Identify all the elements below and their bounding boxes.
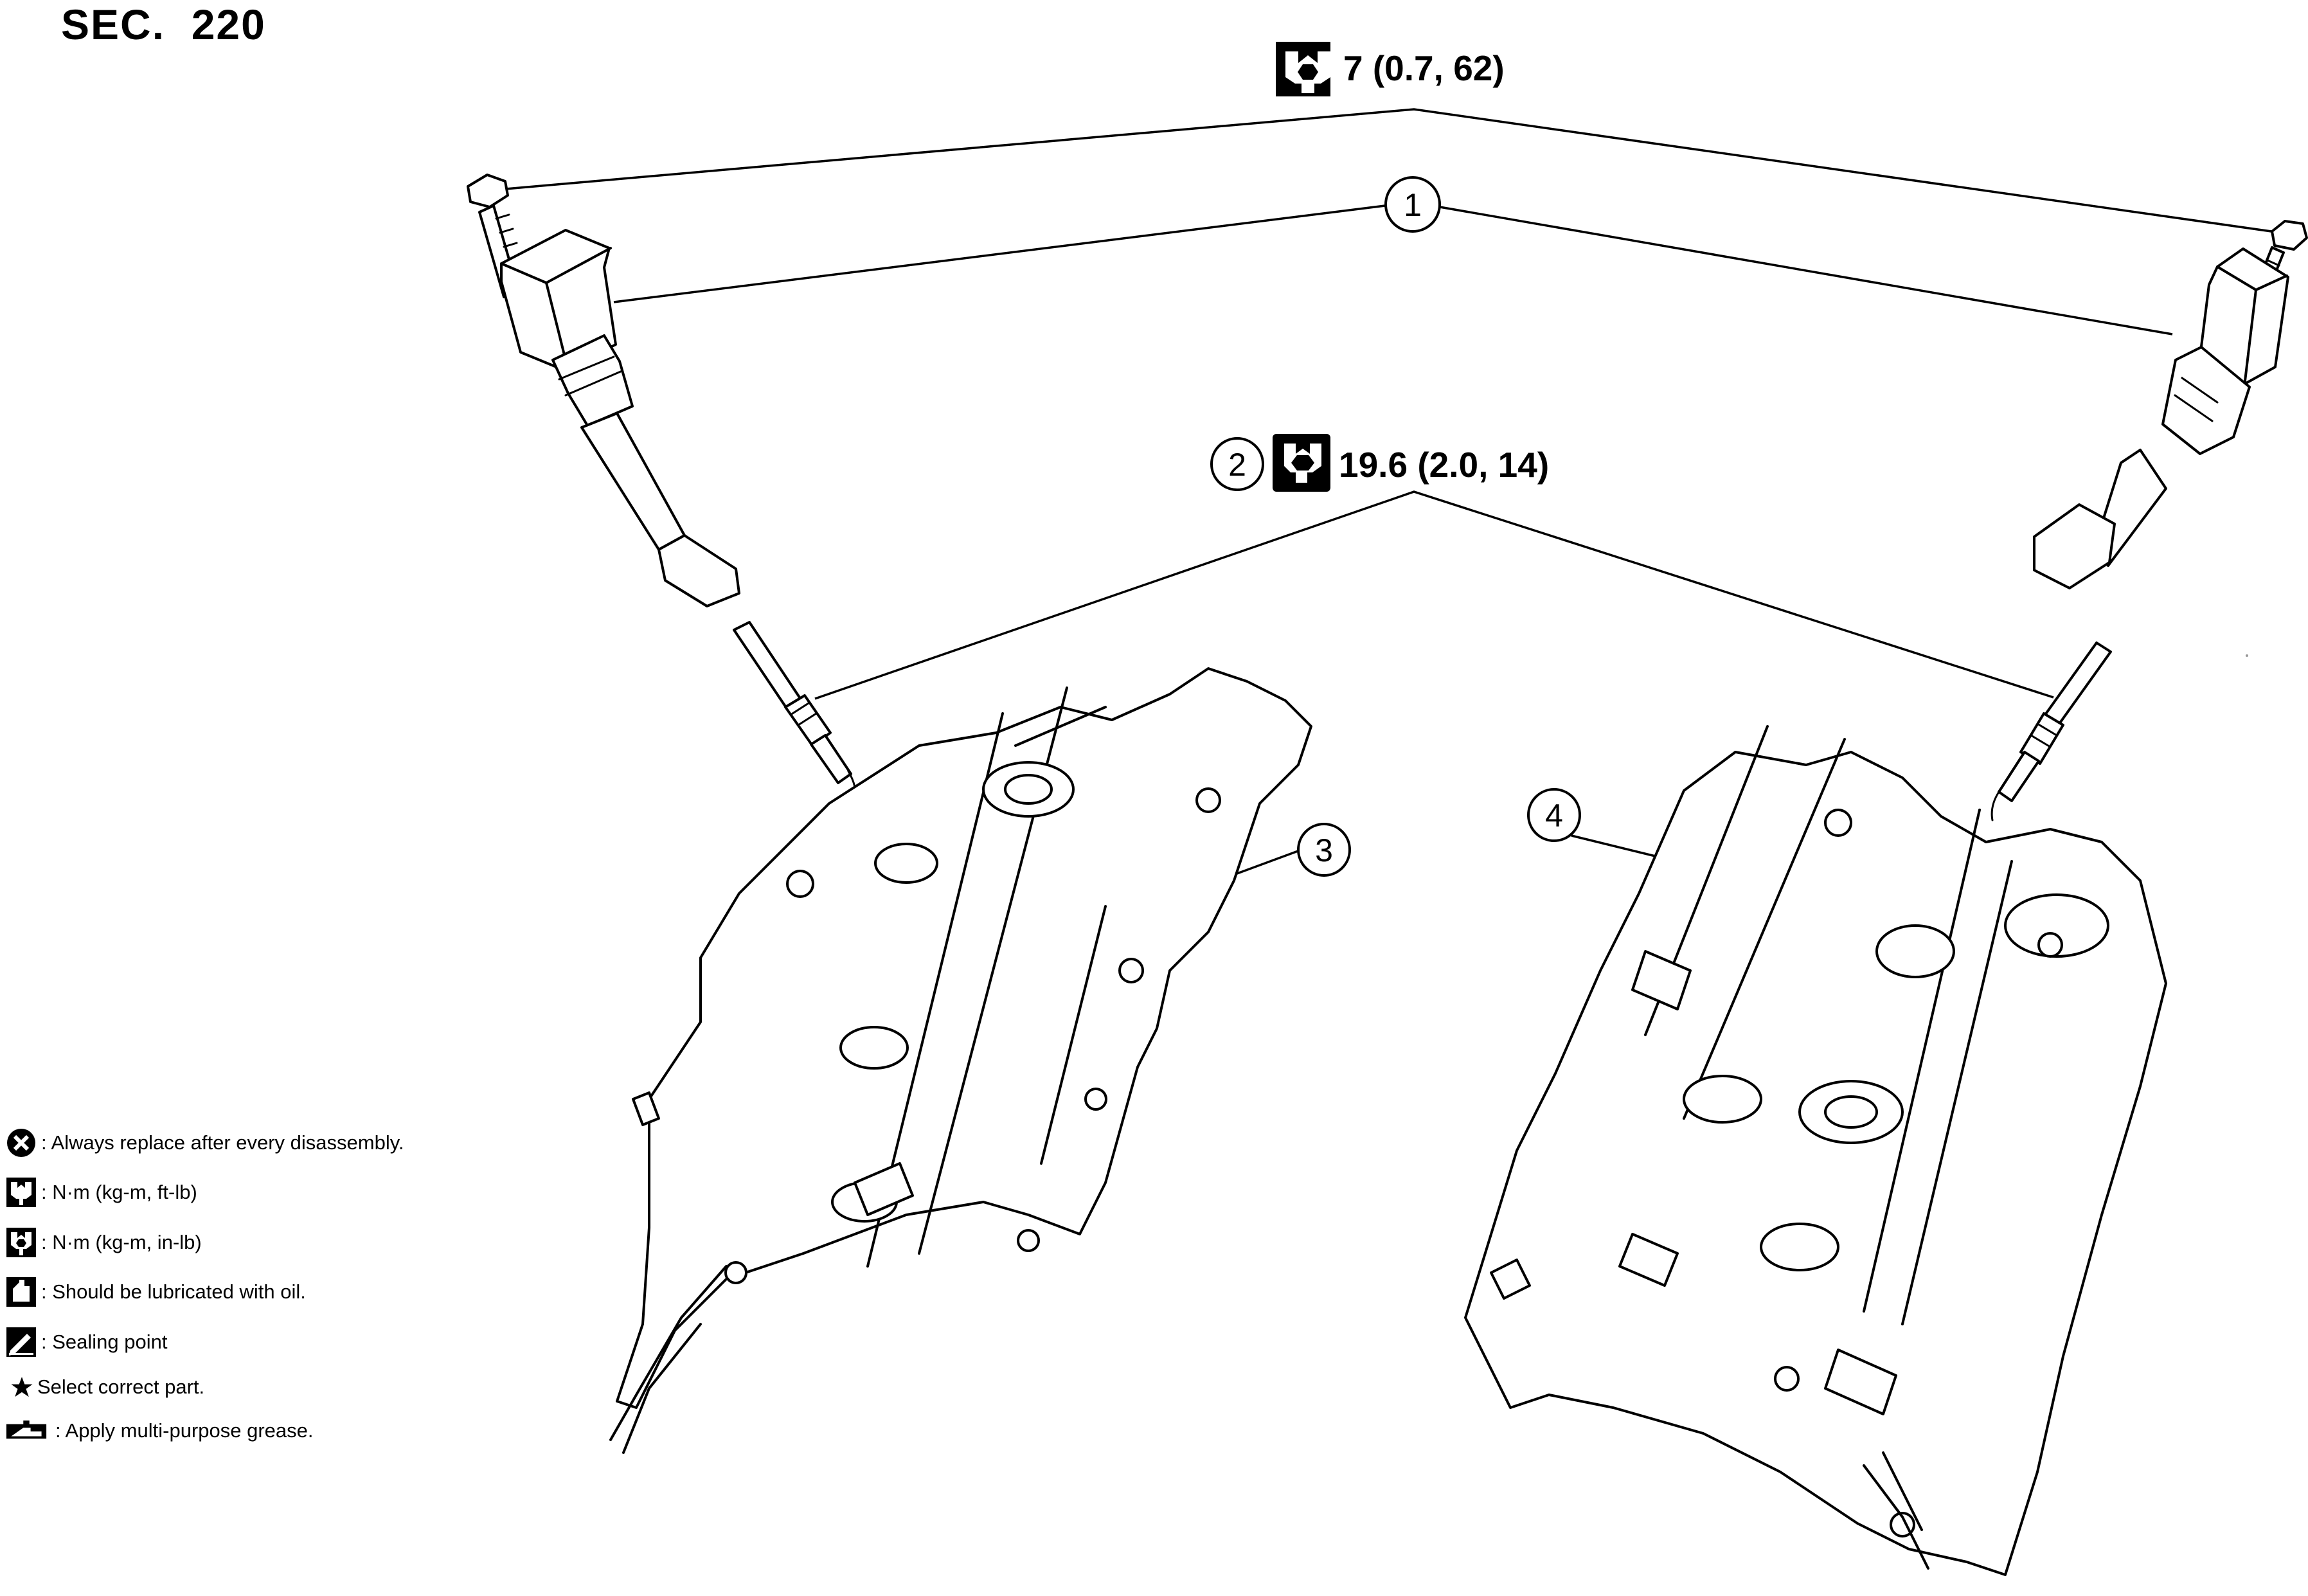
star-icon xyxy=(11,1377,33,1397)
torque-nm-ftlb-icon xyxy=(6,1178,36,1207)
legend-item-sealing: : Sealing point xyxy=(5,1323,167,1361)
callout-3: 3 xyxy=(1297,823,1351,877)
callout-4: 4 xyxy=(1527,788,1581,842)
callout-number-2: 2 xyxy=(1228,447,1246,483)
section-label: SEC. 220 xyxy=(61,1,266,48)
oil-can-icon xyxy=(6,1277,36,1307)
legend-text: : N·m (kg-m, in-lb) xyxy=(41,1231,202,1253)
torque-nm-inlb-icon xyxy=(6,1228,36,1257)
grease-icon xyxy=(6,1420,47,1439)
legend-text: : Sealing point xyxy=(41,1331,168,1353)
legend-item-oil: : Should be lubricated with oil. xyxy=(5,1273,306,1311)
left-ignition-coil xyxy=(500,229,740,607)
left-spark-plug xyxy=(733,621,857,800)
leader-lines xyxy=(497,108,2281,882)
torque-value-coil-bolt: 7 (0.7, 62) xyxy=(1343,48,1505,88)
legend-text: Select correct part. xyxy=(37,1376,205,1398)
legend-text: : Always replace after every disassembly… xyxy=(41,1131,404,1154)
torque-value-spark-plug: 19.6 (2.0, 14) xyxy=(1339,445,1549,485)
torque-label-coil-bolt: 7 (0.7, 62) xyxy=(1276,42,1505,96)
scan-speck xyxy=(2246,654,2248,657)
callout-1: 1 xyxy=(1384,176,1441,233)
right-spark-plug xyxy=(1990,641,2112,821)
cylinder-head-rh xyxy=(609,667,1312,1454)
legend-text: : N·m (kg-m, ft-lb) xyxy=(41,1181,197,1203)
legend-text: : Apply multi-purpose grease. xyxy=(55,1419,314,1442)
legend-item-torque-ftlb: : N·m (kg-m, ft-lb) xyxy=(5,1173,197,1212)
legend-item-grease: : Apply multi-purpose grease. xyxy=(5,1412,314,1450)
legend-item-always-replace: : Always replace after every disassembly… xyxy=(5,1124,404,1162)
torque-label-spark-plug: 2 19.6 (2.0, 14) xyxy=(1210,434,1549,492)
callout-number-1: 1 xyxy=(1404,187,1422,223)
legend-item-torque-inlb: : N·m (kg-m, in-lb) xyxy=(5,1223,202,1262)
callout-number-4: 4 xyxy=(1545,798,1563,834)
always-replace-icon xyxy=(7,1129,35,1157)
torque-wrench-icon xyxy=(1276,42,1330,96)
callout-number-3: 3 xyxy=(1315,832,1333,868)
torque-wrench-icon xyxy=(1273,434,1330,492)
right-ignition-coil xyxy=(2033,247,2289,589)
legend-item-select-part: Select correct part. xyxy=(5,1368,204,1406)
sealing-point-icon xyxy=(6,1327,36,1357)
legend-text: : Should be lubricated with oil. xyxy=(41,1280,306,1303)
cylinder-head-lh xyxy=(1464,725,2167,1576)
